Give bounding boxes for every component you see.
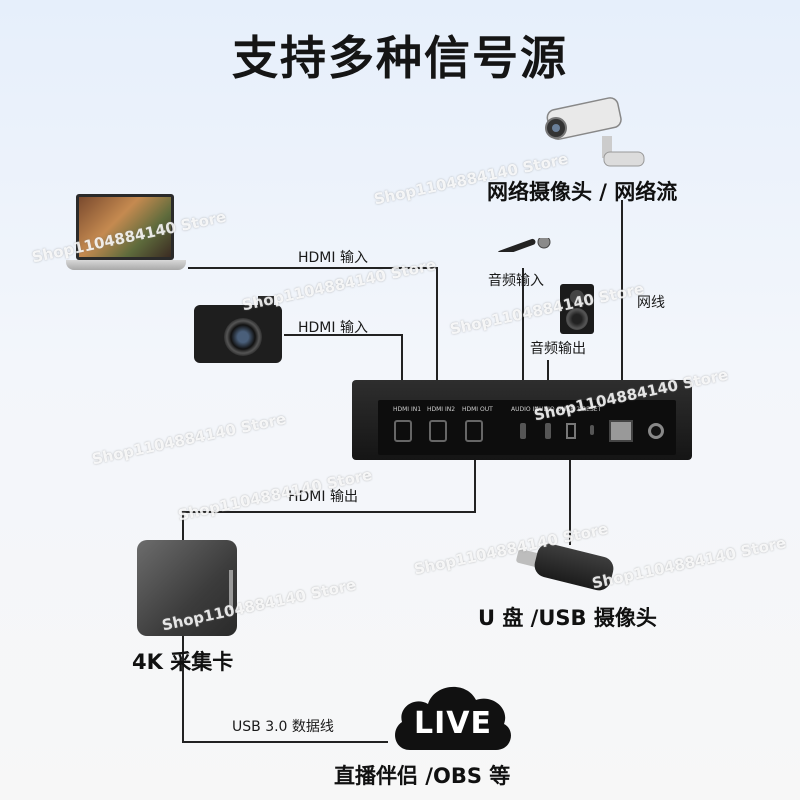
cctv-camera-icon [545,97,645,167]
label-audio-out: 音频输出 [530,341,586,357]
capture-card-device [137,540,237,636]
port-label-audio-out: AUDIO OUT [535,406,570,413]
label-network-cable: 网线 [637,295,665,311]
label-streaming: 直播伴侣 /OBS 等 [334,764,511,788]
line-hdmi-out [182,460,476,540]
line-usb3 [182,636,388,743]
live-cloud-icon [395,686,511,750]
speaker-tweeter [570,290,584,304]
label-usb-cable: USB 3.0 数据线 [232,719,334,735]
label-capture-card: 4K 采集卡 [132,650,234,674]
audio-in-port [520,423,526,439]
camera-lens [224,318,262,356]
hdmi-out-port [465,420,483,442]
laptop-base [66,260,186,270]
label-audio-in: 音频输入 [488,273,544,289]
page-title: 支持多种信号源 [232,31,568,85]
speaker-woofer [566,308,588,330]
port-label-audio-in: AUDIO IN [511,406,539,413]
dc-power-port [648,423,664,439]
usb-port [566,423,576,439]
hdmi-in1-port [394,420,412,442]
port-label-reset: RESET [582,406,602,413]
camera-viewfinder [258,296,274,306]
label-hdmi-in-1: HDMI 输入 [298,250,368,266]
live-logo-text: LIVE [414,706,492,741]
label-hdmi-in-2: HDMI 输入 [298,320,368,336]
label-usb-device: U 盘 /USB 摄像头 [478,606,657,630]
port-label-usb: USB 2.0 [562,406,586,413]
port-label-hdmi-out: HDMI OUT [462,406,493,413]
reset-button [590,425,594,435]
ethernet-port [609,420,633,442]
line-camera-hdmi [284,334,403,395]
line-laptop-hdmi [188,267,438,395]
laptop-screen [76,194,174,260]
port-label-hdmi-in1: HDMI IN1 [393,406,422,413]
microphone-icon [497,238,551,252]
hdmi-in2-port [429,420,447,442]
label-hdmi-out: HDMI 输出 [288,489,358,505]
capture-card-port [229,570,233,610]
label-ip-camera: 网络摄像头 / 网络流 [487,180,678,204]
port-label-hdmi-in2: HDMI IN2 [427,406,456,413]
audio-out-port [545,423,551,439]
